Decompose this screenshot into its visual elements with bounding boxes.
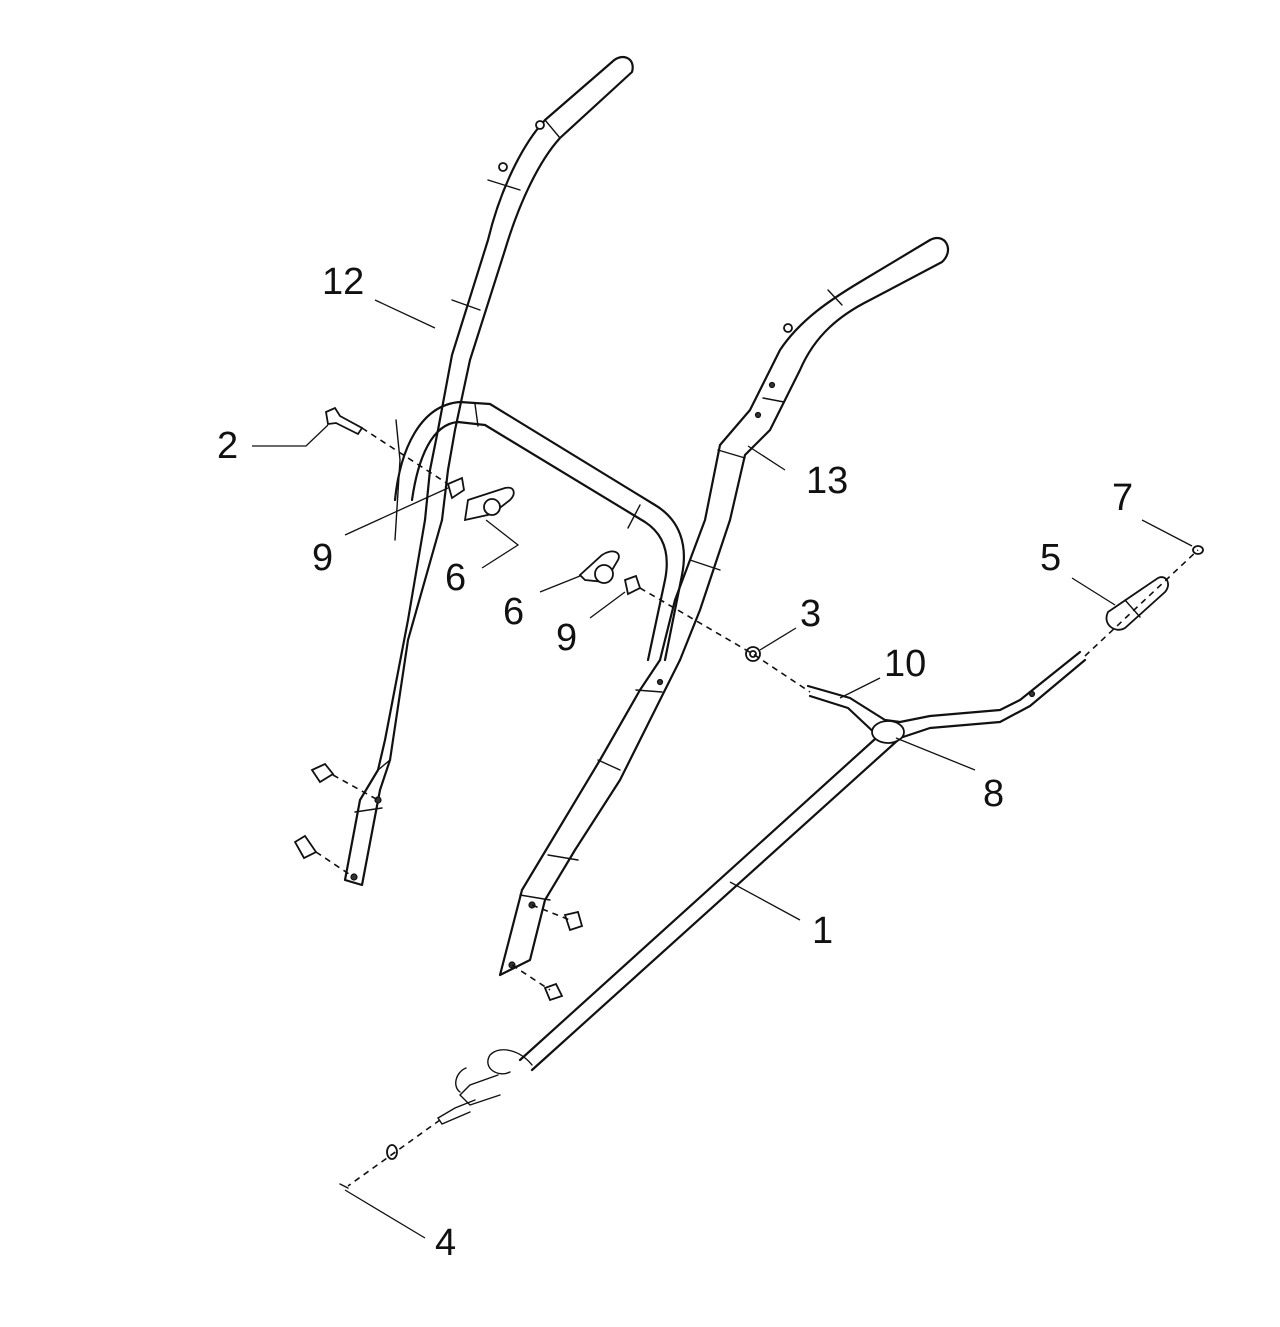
callout-4: 4: [435, 1222, 456, 1264]
callout-7: 7: [1112, 477, 1133, 519]
callout-9a: 9: [312, 537, 333, 579]
callout-3: 3: [800, 593, 821, 635]
left-upper-handle: [423, 55, 634, 522]
bolt-left-lower: [293, 834, 318, 860]
callout-1: 1: [812, 910, 833, 952]
carriage-bolt: [324, 406, 364, 436]
callout-8: 8: [983, 773, 1004, 815]
bolt-right-lower: [543, 982, 564, 1002]
callout-9b: 9: [556, 617, 577, 659]
callout-6a: 6: [445, 557, 466, 599]
callout-13: 13: [806, 460, 848, 502]
washer-right: [623, 574, 642, 596]
washer-left: [446, 476, 465, 500]
handle-knob-left: [463, 486, 515, 522]
handle-knob-right: [578, 550, 620, 584]
leader-lines: [252, 299, 1193, 1239]
bolt-left-upper: [310, 762, 335, 784]
callouts: 1 2 3 4 5 6 6 7 8 9 9 10 12 13: [217, 261, 1133, 1264]
control-rod: [437, 728, 900, 1125]
left-lower-handle: [343, 419, 444, 887]
cotter-pin: [339, 1144, 398, 1189]
callout-6b: 6: [503, 591, 524, 633]
shift-lever: [806, 650, 1087, 744]
lock-nut: [745, 646, 761, 662]
right-upper-handle: [658, 237, 949, 662]
callout-2: 2: [217, 425, 238, 467]
right-lower-handle: [498, 658, 682, 977]
callout-12: 12: [322, 261, 364, 303]
bolt-right-upper: [563, 910, 584, 932]
grip-knob: [1105, 576, 1169, 631]
callout-10: 10: [884, 643, 926, 685]
assembly-lines: [315, 427, 1199, 1187]
callout-5: 5: [1040, 537, 1061, 579]
crossbar: [393, 400, 685, 662]
